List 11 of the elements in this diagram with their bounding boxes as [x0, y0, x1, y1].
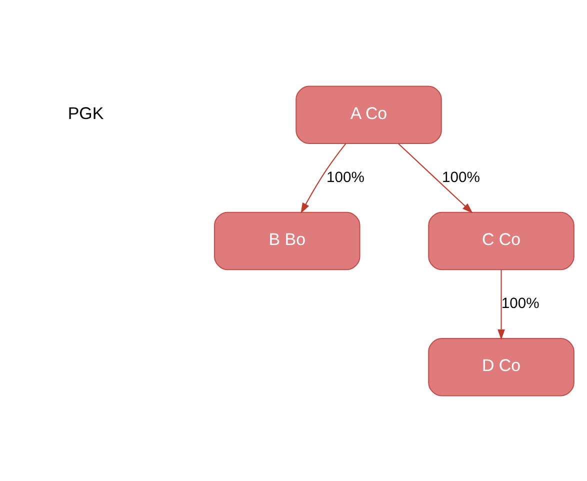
arrow	[398, 142, 473, 213]
edge-label: 100%	[442, 169, 480, 186]
node-box: D Co	[428, 338, 574, 396]
node-box: B Bo	[214, 211, 360, 270]
node-box: A Co	[296, 85, 442, 144]
arrow	[300, 142, 346, 214]
edge-label: 100%	[501, 295, 540, 312]
label: PGK	[68, 103, 104, 122]
arrow	[498, 269, 505, 340]
node-box: C Co	[428, 211, 574, 270]
edge-label: 100%	[326, 169, 364, 186]
